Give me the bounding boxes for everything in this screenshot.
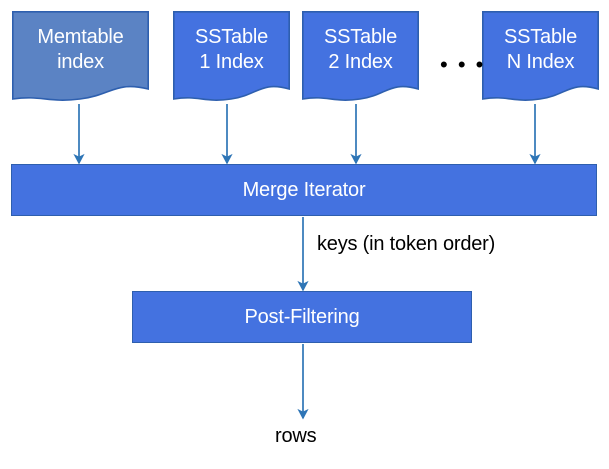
edge-label-keys-in-token-order: keys (in token order) [317,233,496,255]
document-shape-icon [482,11,599,101]
node-sstable-n-index-label: SSTable N Index [503,26,578,73]
node-sstable-2-index-label: SSTable 2 Index [323,26,398,73]
ellipsis-more-sstables: • • • [440,52,486,77]
node-memtable-index[interactable]: Memtable index [12,11,149,103]
document-shape-icon [302,11,419,101]
output-label-rows: rows [275,425,317,447]
document-shape-icon [173,11,290,101]
node-sstable-1-index[interactable]: SSTable 1 Index [173,11,290,103]
document-shape-icon [12,11,149,101]
node-post-filtering-label: Post-Filtering [244,305,360,328]
node-sstable-n-index[interactable]: SSTable N Index [482,11,599,103]
node-sstable-1-index-label: SSTable 1 Index [194,26,269,73]
node-merge-iterator[interactable]: Merge Iterator [11,164,597,216]
node-merge-iterator-label: Merge Iterator [242,178,366,201]
node-memtable-index-label: Memtable index [37,26,124,73]
node-post-filtering[interactable]: Post-Filtering [132,291,472,343]
node-sstable-2-index[interactable]: SSTable 2 Index [302,11,419,103]
